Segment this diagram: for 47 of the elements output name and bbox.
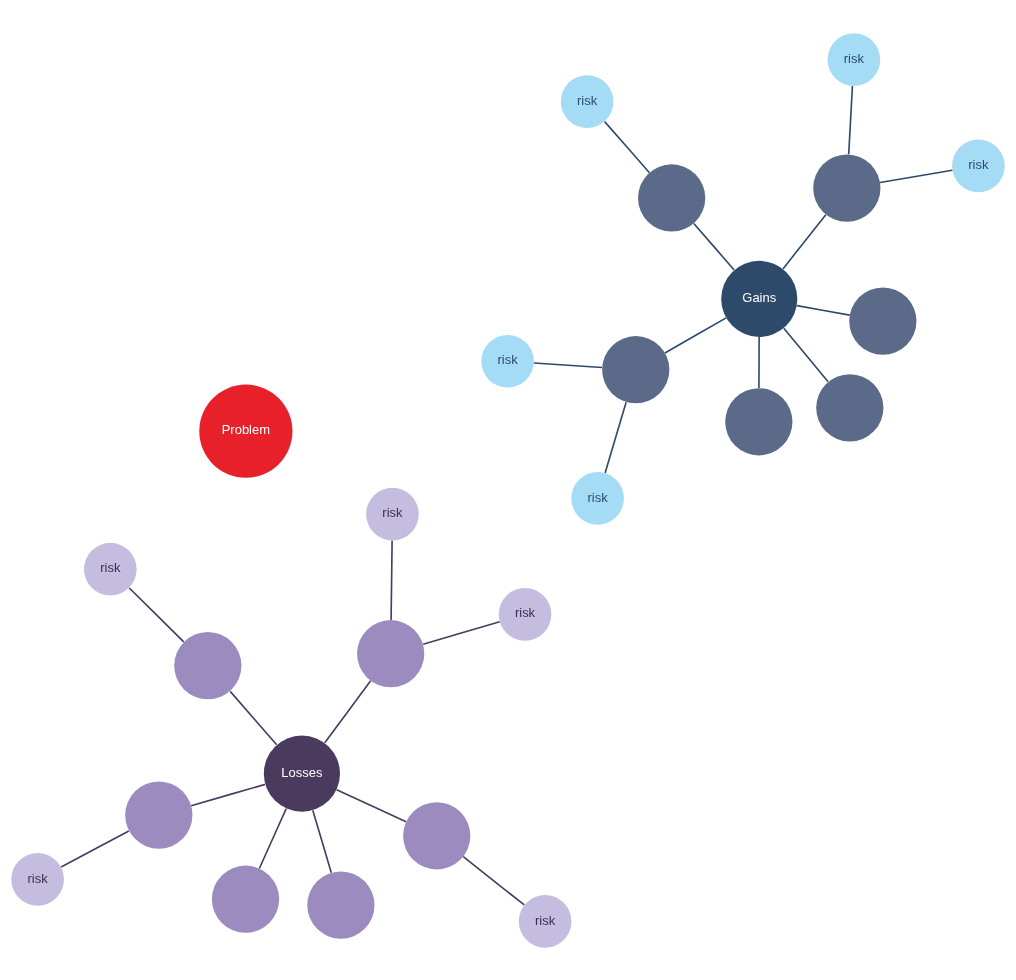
connector: [258, 807, 287, 869]
node-circle: risk: [11, 852, 64, 906]
connector: [323, 679, 372, 744]
connector: [796, 304, 851, 316]
node-circle: [602, 335, 670, 403]
connector: [604, 400, 627, 474]
node-circle: [357, 619, 425, 687]
connector: [462, 855, 526, 906]
connector: [128, 586, 185, 643]
connector: [664, 316, 727, 354]
connector: [390, 539, 393, 621]
connector: [782, 213, 827, 270]
node-circle: risk: [827, 32, 881, 86]
node-circle: Losses: [263, 735, 340, 812]
node-circle: Gains: [721, 260, 798, 337]
connector: [311, 808, 333, 873]
node-circle: [211, 865, 280, 933]
node-circle: [813, 154, 881, 222]
connector: [758, 335, 760, 389]
connector: [190, 783, 266, 807]
connector: [782, 327, 829, 382]
node-circle: risk: [560, 74, 614, 128]
connector: [603, 120, 651, 173]
node-circle: [174, 631, 242, 699]
node-circle: risk: [481, 334, 534, 388]
node-circle: [638, 163, 706, 232]
node-circle: risk: [366, 487, 419, 540]
connector: [422, 620, 501, 645]
connector: [60, 829, 130, 868]
node-circle: risk: [498, 587, 552, 641]
connector: [335, 788, 407, 822]
node-circle: Problem: [199, 384, 293, 478]
connector: [847, 84, 854, 155]
connector: [879, 169, 954, 183]
node-circle: [307, 870, 375, 939]
node-circle: [849, 286, 917, 355]
node-circle: [125, 780, 193, 849]
node-circle: [725, 387, 793, 455]
node-circle: [403, 801, 471, 869]
node-circle: risk: [518, 894, 572, 948]
connector: [692, 222, 735, 271]
node-circle: risk: [83, 542, 137, 596]
connector: [229, 690, 278, 746]
node-circle: risk: [571, 471, 624, 525]
node-circle: [816, 373, 884, 441]
node-circle: risk: [952, 139, 1005, 192]
connector: [533, 361, 603, 368]
